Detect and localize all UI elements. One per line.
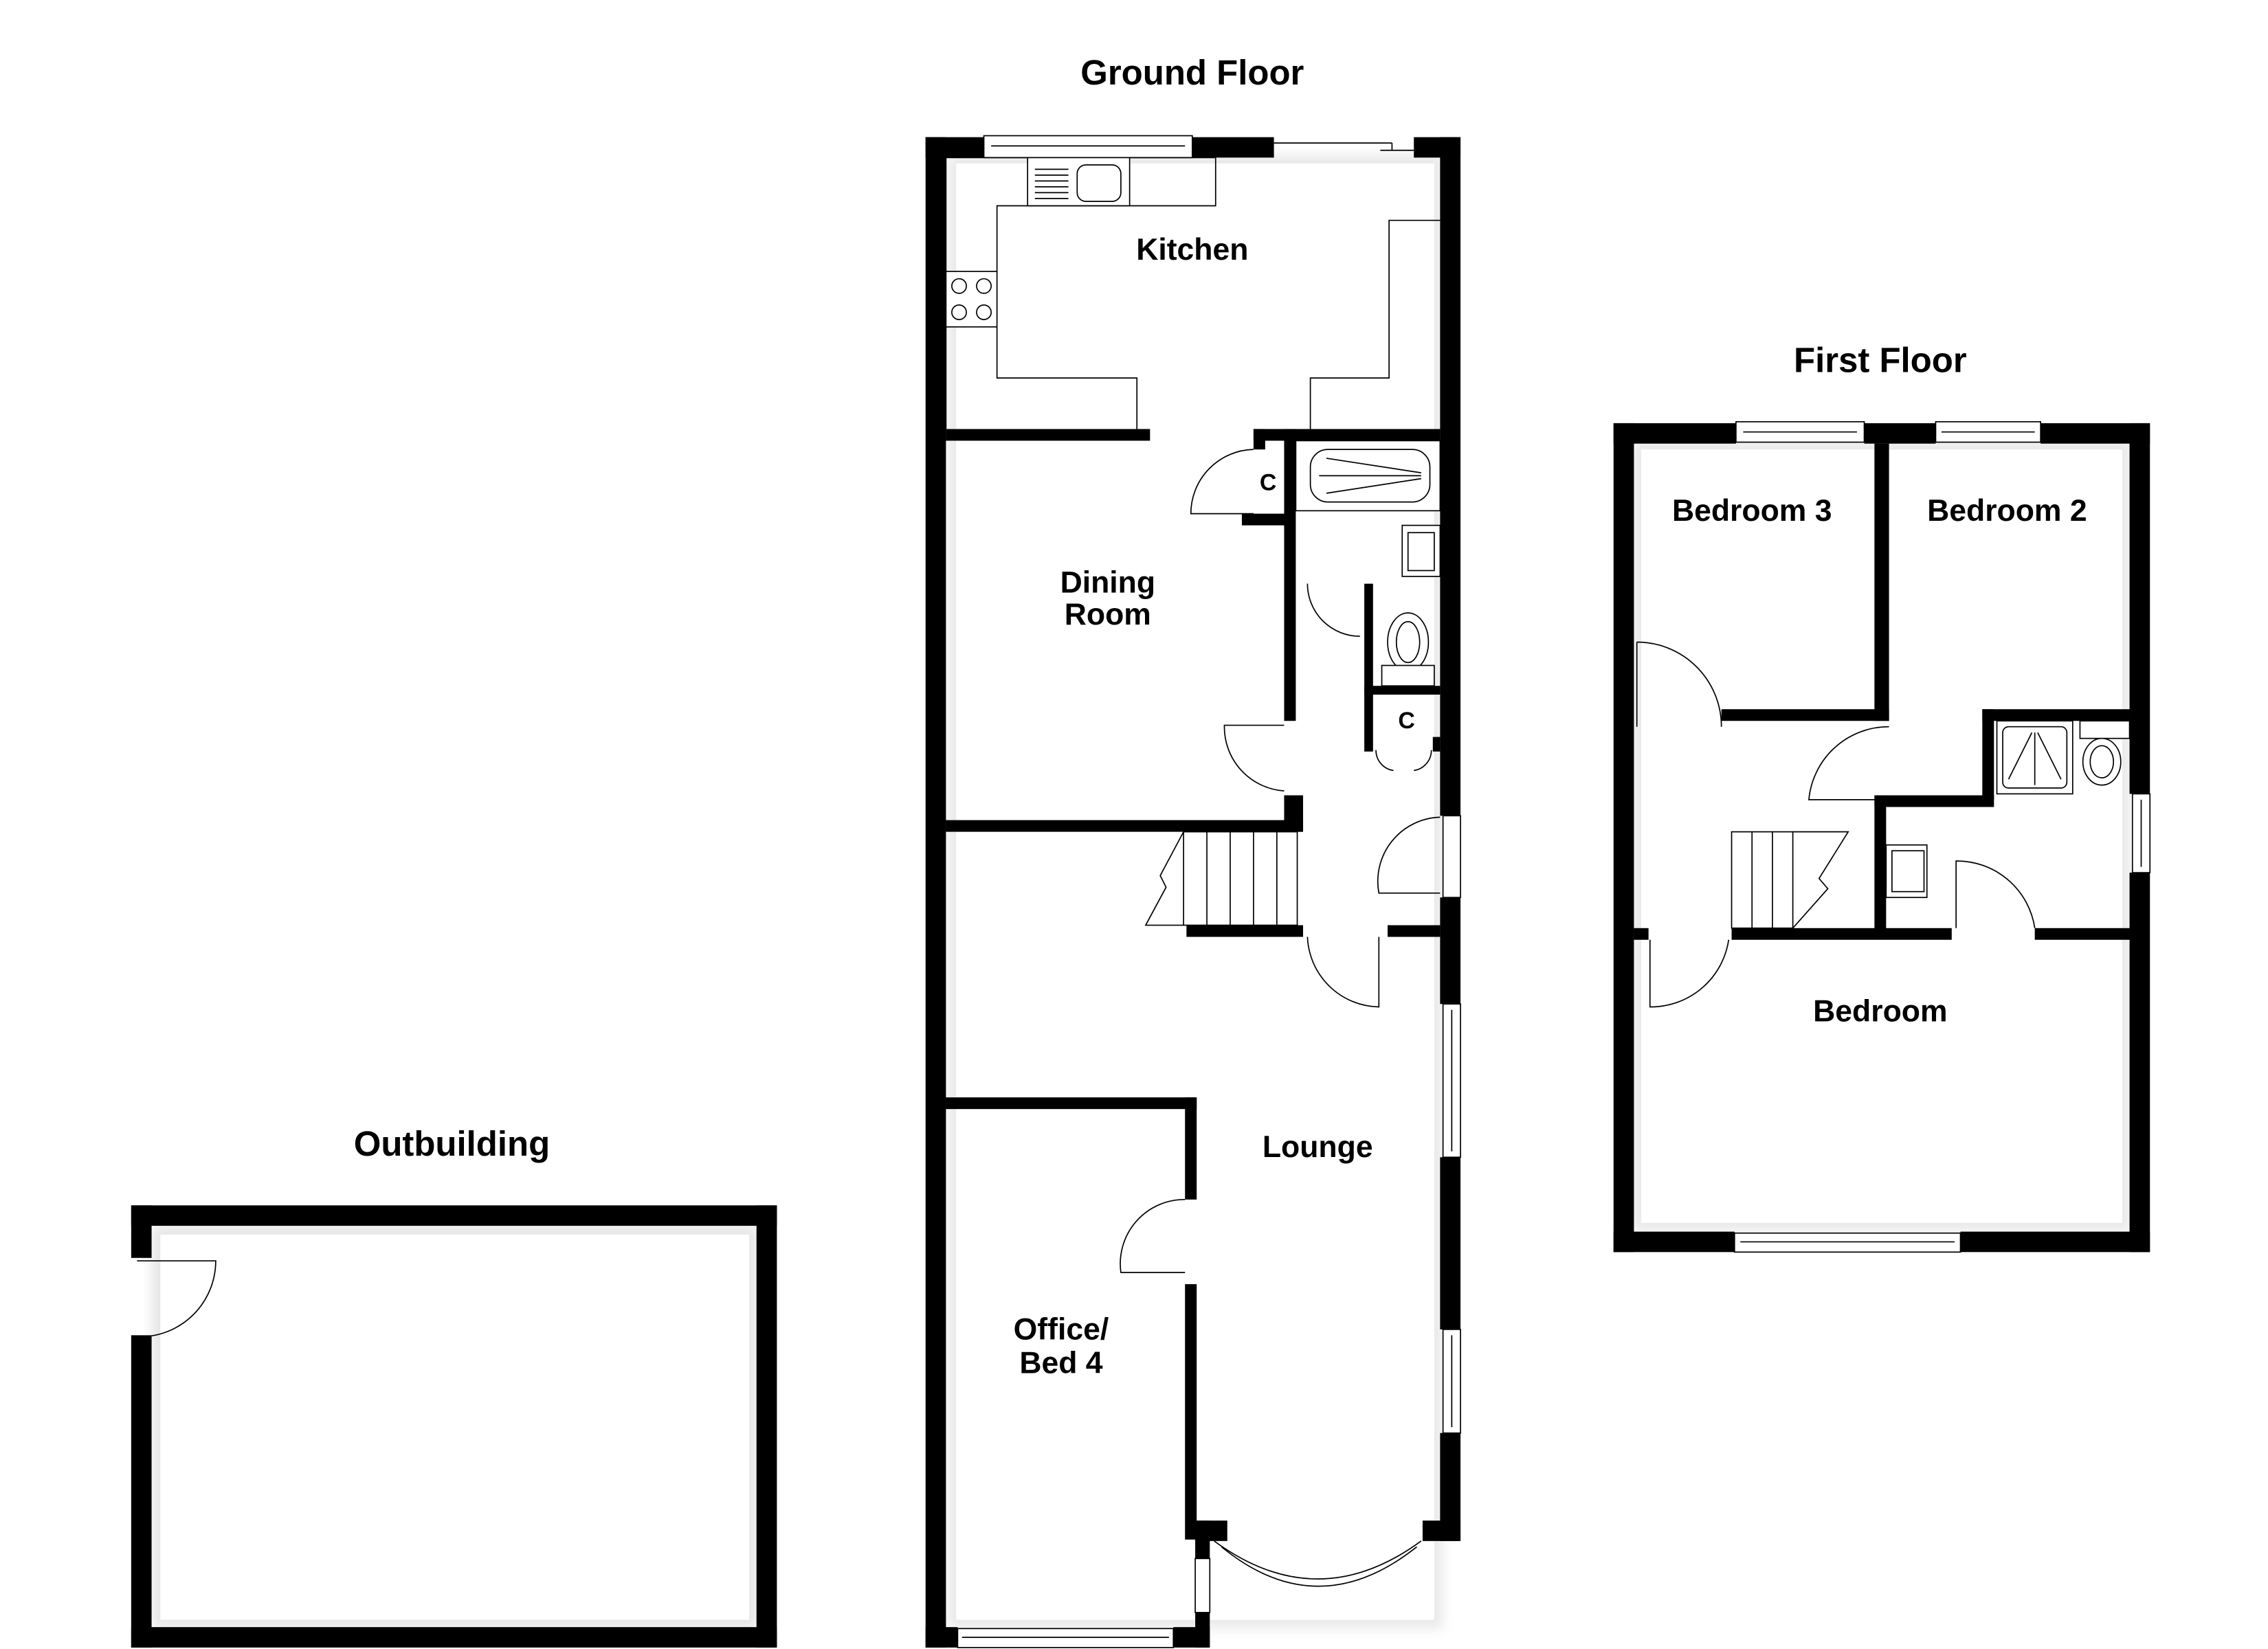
outbuilding-title: Outbuilding (354, 1124, 550, 1163)
room-label-lounge: Lounge (1263, 1130, 1373, 1164)
cupboard-label-2: C (1398, 708, 1414, 734)
room-label-office-line2: Bed 4 (1019, 1347, 1102, 1380)
outbuilding-walls (131, 1205, 777, 1648)
hob-icon (945, 271, 998, 328)
bathroom-fixtures (1295, 440, 1441, 687)
kitchen-units (945, 157, 1441, 429)
room-label-dining-line2: Room (1065, 598, 1151, 631)
room-label-bedroom-3: Bedroom 3 (1672, 494, 1832, 528)
ground-stairs (1144, 831, 1298, 926)
room-label-dining-line1: Dining (1060, 565, 1155, 599)
drainer-icon (1034, 168, 1069, 199)
first-stairs (1731, 831, 1849, 929)
cupboard-label-1: C (1260, 470, 1276, 496)
ground-exterior-walls (925, 137, 1461, 1648)
floor-fill (160, 1234, 750, 1620)
ground-floor: Ground Floor (925, 53, 1461, 1648)
ground-doors (1120, 449, 1441, 1273)
first-floor: First Floor (1613, 341, 2151, 1253)
shower-room-fixtures (1885, 720, 2131, 899)
cupboard-door-icon (1190, 449, 1254, 515)
ground-floor-title: Ground Floor (1080, 53, 1304, 92)
room-label-bedroom-2: Bedroom 2 (1927, 494, 2087, 528)
room-label-bedroom: Bedroom (1813, 995, 1947, 1029)
first-exterior-walls (1613, 423, 2150, 1253)
outbuilding-door-icon (137, 1260, 216, 1338)
room-label-office-line1: Office/ (1014, 1313, 1109, 1347)
first-interior-walls (1634, 443, 2130, 940)
first-windows (1733, 420, 2151, 1253)
first-doors (1636, 641, 2036, 1008)
room-label-kitchen: Kitchen (1136, 233, 1248, 267)
outbuilding: Outbuilding (131, 1124, 777, 1648)
ground-interior-walls (946, 429, 1441, 1540)
first-floor-title: First Floor (1794, 341, 1967, 380)
toilet-icon (2082, 737, 2122, 786)
